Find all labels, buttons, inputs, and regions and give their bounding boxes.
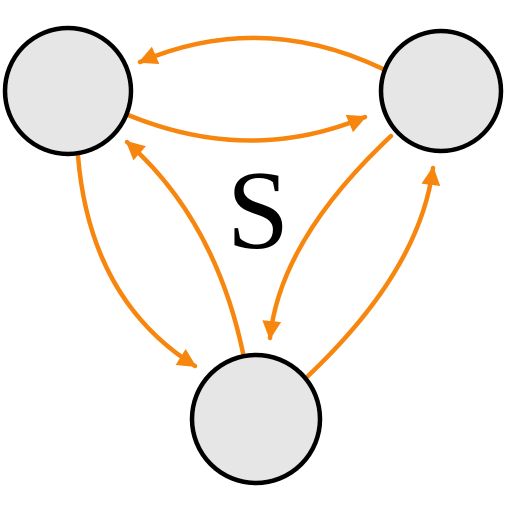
edge-bottom-to-top-right [305, 165, 441, 379]
edge-top-right-to-top-left [137, 35, 388, 73]
node-top-left [2, 25, 134, 157]
edge-bottom-to-top-left [124, 139, 246, 356]
node-top-right [378, 28, 504, 154]
node-bottom [189, 352, 323, 486]
center-label: S [227, 149, 289, 273]
edge-top-left-to-top-right [125, 112, 368, 143]
edge-top-right-to-bottom [262, 133, 394, 341]
edge-top-left-to-bottom [75, 153, 198, 369]
